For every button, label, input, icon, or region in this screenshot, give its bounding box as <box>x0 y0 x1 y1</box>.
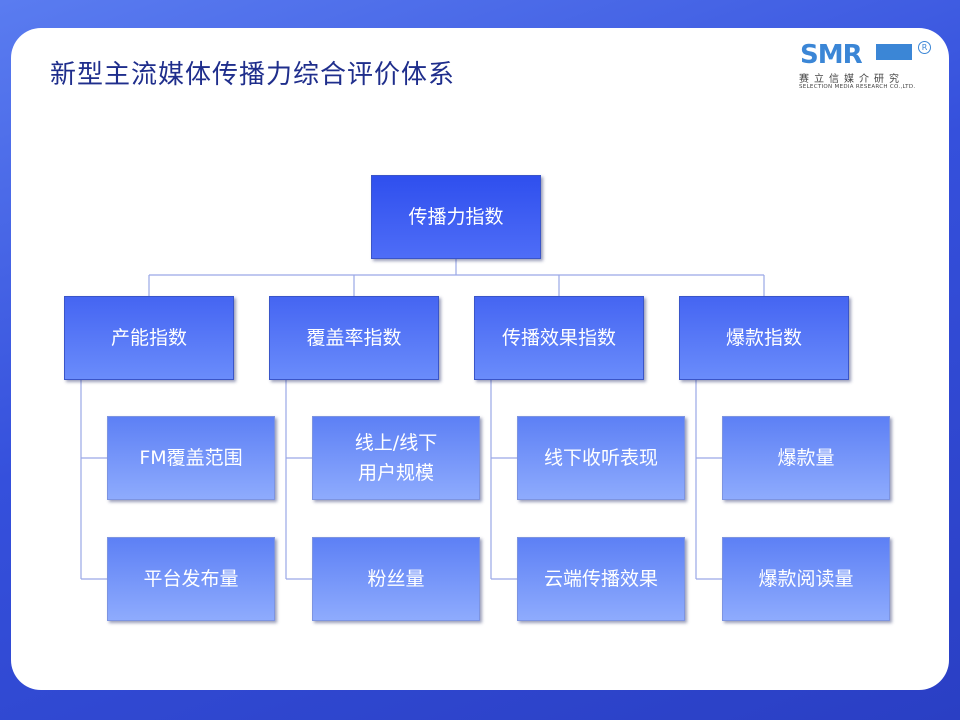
leaf-node-offline-listening: 线下收听表现 <box>517 416 685 500</box>
logo-bar <box>876 44 912 60</box>
logo-letters: SMR <box>800 40 863 70</box>
category-label: 产能指数 <box>110 327 187 349</box>
category-label: 传播效果指数 <box>501 327 616 349</box>
leaf-label: 粉丝量 <box>367 568 425 590</box>
root-node: 传播力指数 <box>371 175 541 259</box>
page-title: 新型主流媒体传播力综合评价体系 <box>50 60 456 90</box>
category-node-capacity-index: 产能指数 <box>64 296 234 380</box>
leaf-label: 线下收听表现 <box>543 447 658 469</box>
leaf-label: 云端传播效果 <box>543 568 658 590</box>
leaf-label: 平台发布量 <box>143 568 239 590</box>
leaf-node-viral-count: 爆款量 <box>722 416 890 500</box>
category-node-coverage-index: 覆盖率指数 <box>269 296 439 380</box>
logo-english-name: SELECTION MEDIA RESEARCH CO.,LTD. <box>799 84 916 90</box>
root-node-label: 传播力指数 <box>408 206 504 228</box>
leaf-node-user-scale: 线上/线下 用户规模 <box>312 416 480 500</box>
category-label: 覆盖率指数 <box>306 327 402 349</box>
leaf-node-fm-coverage: FM覆盖范围 <box>107 416 275 500</box>
leaf-label: 爆款阅读量 <box>758 568 854 590</box>
leaf-label: 线上/线下 用户规模 <box>354 432 438 484</box>
category-label: 爆款指数 <box>725 327 802 349</box>
category-node-effect-index: 传播效果指数 <box>474 296 644 380</box>
leaf-node-platform-posts: 平台发布量 <box>107 537 275 621</box>
category-node-viral-index: 爆款指数 <box>679 296 849 380</box>
leaf-node-followers: 粉丝量 <box>312 537 480 621</box>
leaf-node-viral-reads: 爆款阅读量 <box>722 537 890 621</box>
registered-mark-icon: R <box>918 41 931 54</box>
leaf-label: FM覆盖范围 <box>139 447 243 469</box>
logo-chinese-name: 赛立信媒介研究 <box>799 74 904 85</box>
leaf-label: 爆款量 <box>777 447 835 469</box>
smr-logo: SMR R 赛立信媒介研究 SELECTION MEDIA RESEARCH C… <box>796 40 931 96</box>
leaf-node-cloud-effect: 云端传播效果 <box>517 537 685 621</box>
